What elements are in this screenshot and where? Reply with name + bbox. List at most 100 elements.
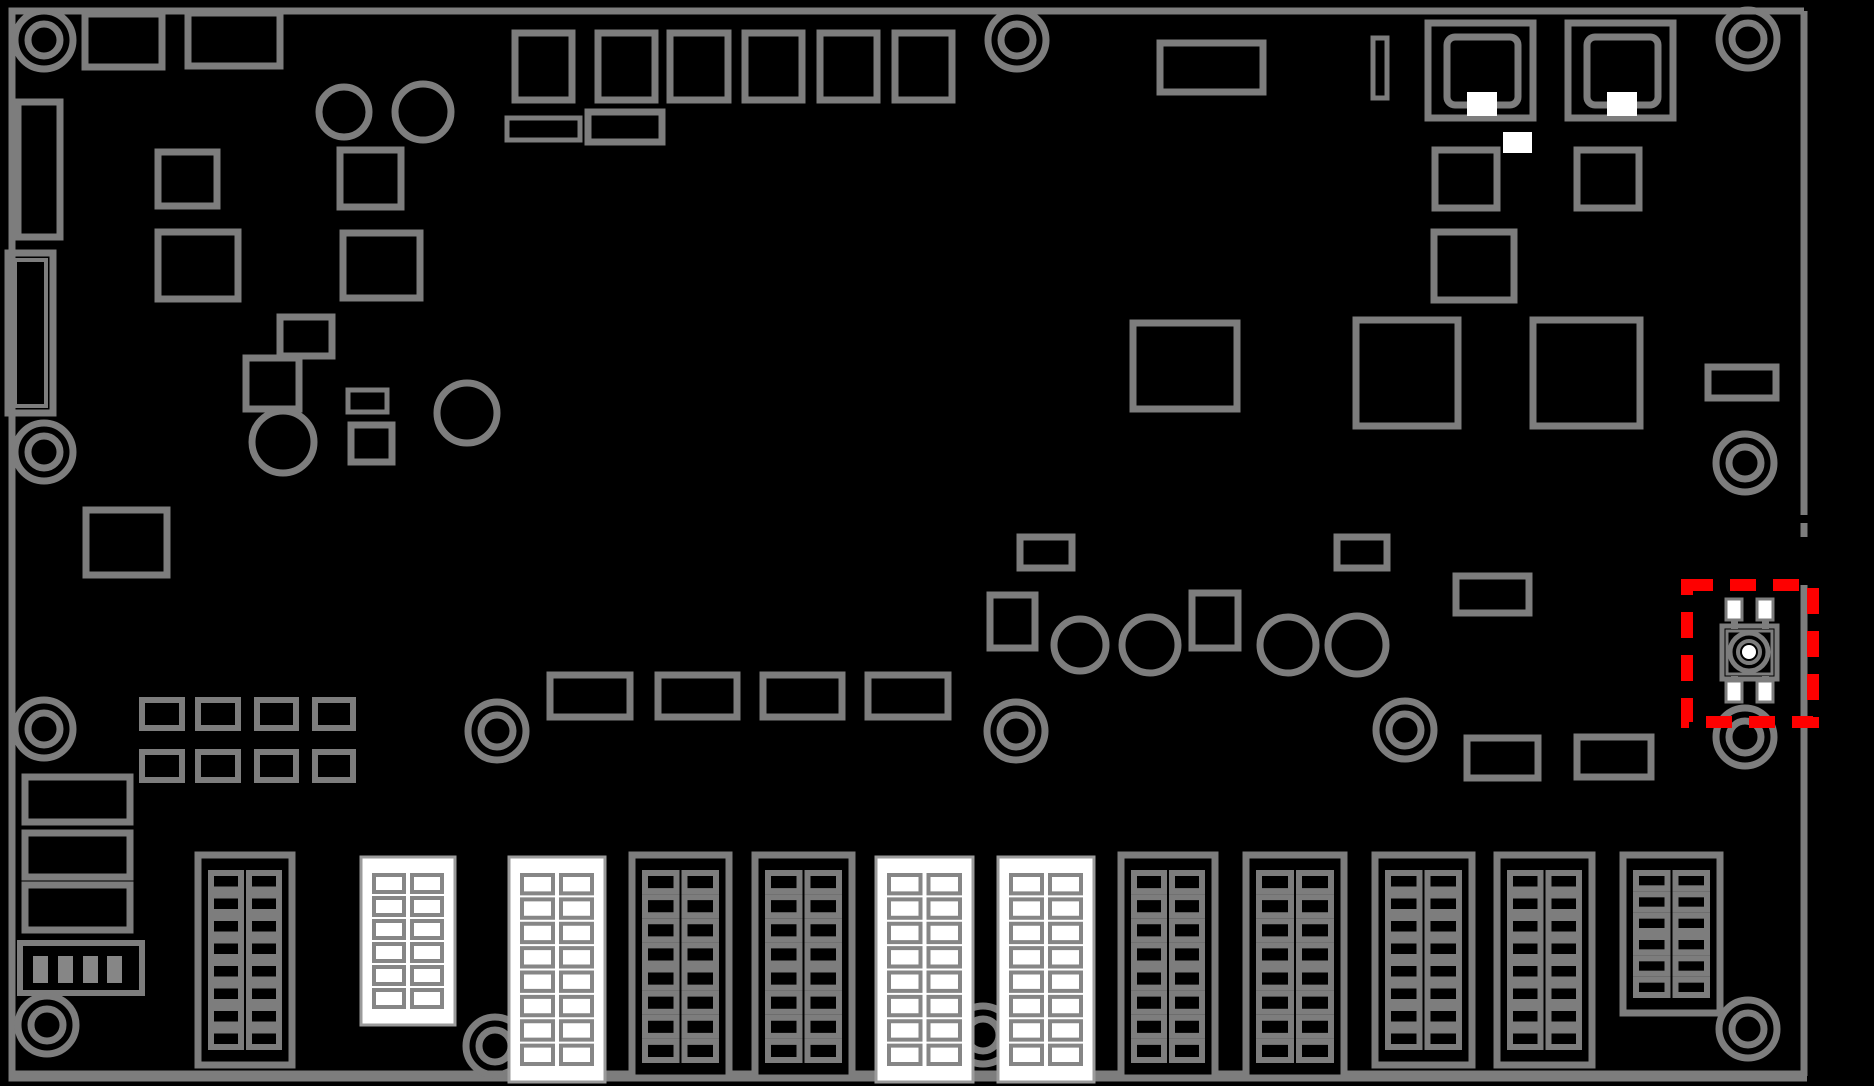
component-outline-circle bbox=[1050, 615, 1110, 675]
push-button-lead-stem bbox=[1762, 617, 1769, 629]
mounting-hole-inner bbox=[24, 709, 64, 749]
connector-pin-cell bbox=[1009, 1043, 1044, 1066]
connector-pin-cell bbox=[1131, 1038, 1167, 1063]
component-outline-rect bbox=[1430, 228, 1518, 304]
component-outline-rect bbox=[1431, 146, 1501, 212]
push-button-center-disc bbox=[1742, 645, 1756, 659]
connector-pin-cell bbox=[559, 1019, 594, 1042]
component-outline-rect bbox=[759, 671, 846, 721]
mounting-hole-outer bbox=[984, 7, 1050, 73]
mounting-hole-inner bbox=[996, 711, 1036, 751]
connector-pin-cell bbox=[246, 1005, 282, 1028]
connector-pin-cell bbox=[208, 937, 244, 960]
component-outline-rect bbox=[312, 749, 356, 783]
mounting-hole-inner bbox=[997, 20, 1037, 60]
connector-pin-cell bbox=[1009, 970, 1044, 993]
connector-pin-cell bbox=[887, 873, 923, 896]
component-outline-circle bbox=[391, 80, 455, 144]
connector-pin-cell bbox=[1545, 915, 1582, 938]
connector-pin-cell bbox=[1296, 990, 1334, 1015]
connector-pin-cell bbox=[559, 873, 594, 896]
connector-pin-cell bbox=[1169, 990, 1205, 1015]
connector-pin-cell bbox=[1545, 982, 1582, 1005]
component-outline-rect bbox=[864, 671, 952, 721]
connector-pin-cell bbox=[1385, 1027, 1423, 1050]
connector-pin-cell bbox=[1169, 870, 1205, 895]
connector-pin-cell bbox=[926, 994, 962, 1018]
component-outline-rect bbox=[195, 697, 241, 731]
connector-pin-cell bbox=[681, 1038, 719, 1063]
connector-pin-cell bbox=[1385, 892, 1423, 915]
connector-pin-cell bbox=[681, 918, 719, 943]
connector-pin-cell bbox=[246, 1027, 282, 1050]
connector-pin-cell bbox=[1169, 918, 1205, 943]
component-outline-rect bbox=[1573, 146, 1643, 212]
component-outline-circle bbox=[1256, 613, 1320, 677]
mounting-hole-inner bbox=[27, 1005, 67, 1045]
mounting-hole-inner bbox=[1728, 1009, 1768, 1049]
connector-pin-cell bbox=[1507, 1027, 1544, 1050]
component-outline-rect bbox=[276, 313, 336, 360]
connector-pin-cell bbox=[1424, 960, 1462, 983]
component-outline-rect bbox=[1704, 363, 1780, 402]
connector-pin-cell bbox=[208, 960, 244, 983]
connector-pin-cell bbox=[410, 942, 444, 963]
connector-pin-cell bbox=[1048, 921, 1083, 945]
connector-pin-cell bbox=[1545, 937, 1582, 960]
mounting-hole-inner bbox=[24, 432, 64, 472]
connector-pin-cell bbox=[208, 892, 244, 915]
mounting-hole-inner bbox=[477, 711, 517, 751]
mounting-hole-outer bbox=[1712, 704, 1778, 770]
connector-pin-cell bbox=[246, 937, 282, 960]
connector-pin-cell bbox=[804, 1014, 842, 1039]
connector-pin-cell bbox=[1424, 870, 1462, 893]
connector-pin-cell bbox=[804, 942, 842, 967]
connector-pin-cell bbox=[681, 870, 719, 895]
connector-pin-cell bbox=[1545, 1027, 1582, 1050]
connector-pin-cell bbox=[1385, 870, 1423, 893]
component-outline-circle bbox=[1118, 613, 1182, 677]
connector-pin-cell bbox=[1507, 937, 1544, 960]
ic-chip-notch bbox=[1607, 92, 1637, 116]
connector-pin-cell bbox=[372, 896, 406, 917]
component-outline-rect bbox=[594, 29, 659, 104]
connector-pin-cell bbox=[1296, 894, 1334, 919]
component-outline-rect bbox=[584, 108, 666, 146]
highlight-box bbox=[1681, 579, 1819, 728]
connector-pin-cell bbox=[1507, 960, 1544, 983]
connector-pin-cell bbox=[765, 870, 803, 895]
push-button-ring-inner bbox=[1736, 639, 1762, 665]
connector-pin-cell bbox=[559, 994, 594, 1018]
connector-pin-cell bbox=[372, 965, 406, 986]
connector-pin-cell bbox=[1296, 918, 1334, 943]
connector-pin-cell bbox=[1131, 966, 1167, 991]
connector-pin-cell bbox=[887, 1019, 923, 1042]
component-outline-rect bbox=[511, 29, 576, 104]
connector-pin-cell bbox=[1131, 870, 1167, 895]
connector-pin-cell bbox=[1256, 1038, 1294, 1063]
mounting-hole-outer bbox=[464, 698, 530, 764]
connector-pin-cell bbox=[1256, 894, 1294, 919]
connector-pin-cell bbox=[1672, 976, 1710, 999]
connector-pin-cell bbox=[520, 994, 555, 1018]
connector-pin-cell bbox=[208, 915, 244, 938]
connector-pin-cell bbox=[926, 921, 962, 945]
connector-pin-cell bbox=[765, 1038, 803, 1063]
connector-pin-cell bbox=[1131, 942, 1167, 967]
connector-pin-cell bbox=[1385, 1005, 1423, 1028]
connector-pin-cell bbox=[1131, 1014, 1167, 1039]
connector-pin-cell bbox=[1672, 891, 1710, 913]
pin-header-4pin-outline bbox=[17, 940, 145, 996]
component-outline-rect bbox=[504, 115, 583, 143]
component-outline-circle bbox=[248, 407, 318, 477]
connector-pin-cell bbox=[520, 921, 555, 945]
connector-pin-cell bbox=[1672, 870, 1710, 892]
component-outline-rect bbox=[154, 148, 221, 210]
connector-pin-cell bbox=[926, 873, 962, 896]
connector-pin-cell bbox=[1256, 966, 1294, 991]
connector-pin-cell bbox=[208, 1005, 244, 1028]
connector-pin-cell bbox=[1296, 870, 1334, 895]
connector-pin-cell bbox=[1633, 870, 1671, 892]
connector-pin-cell bbox=[765, 894, 803, 919]
